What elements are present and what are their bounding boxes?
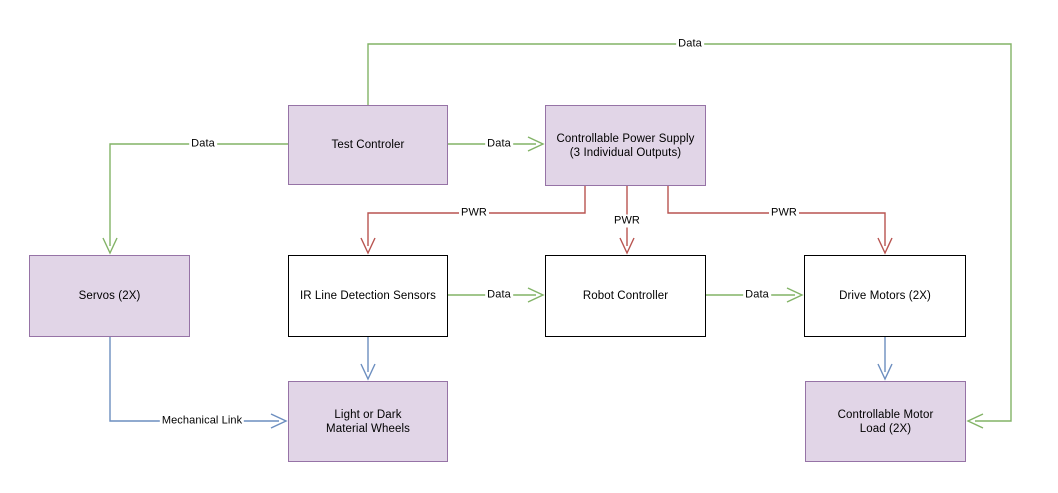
node-robot-controller[interactable]: Robot Controller xyxy=(545,255,706,337)
edge-label-data-test-controller-to-power-supply: Data xyxy=(485,137,513,151)
edge-label-data-robot-controller-to-drive-motors: Data xyxy=(743,288,771,302)
edge-power-supply-to-drive-motors xyxy=(667,186,893,255)
node-controllable-power-supply[interactable]: Controllable Power Supply (3 Individual … xyxy=(545,105,706,186)
node-light-or-dark-material-wheels[interactable]: Light or Dark Material Wheels xyxy=(288,381,448,462)
edge-label-mechanical-link-servos-to-wheels: Mechanical Link xyxy=(159,414,245,428)
node-controllable-motor-load[interactable]: Controllable Motor Load (2X) xyxy=(805,381,966,462)
node-test-controller[interactable]: Test Controler xyxy=(288,105,448,185)
edge-power-supply-to-ir-sensors xyxy=(360,186,586,255)
edge-drive-motors-to-motor-load xyxy=(877,337,893,381)
node-ir-line-detection-sensors[interactable]: IR Line Detection Sensors xyxy=(288,255,448,337)
edge-test-controller-to-servos xyxy=(102,143,288,255)
edge-label-data-ir-sensors-to-robot-controller: Data xyxy=(485,288,513,302)
edge-label-pwr-power-supply-to-ir-sensors: PWR xyxy=(459,206,489,220)
edge-ir-sensors-to-wheels xyxy=(360,337,376,381)
edge-label-data-test-controller-to-motor-load: Data xyxy=(676,37,704,51)
edge-test-controller-to-motor-load xyxy=(367,43,1012,429)
edge-label-data-test-controller-to-servos: Data xyxy=(189,137,217,151)
node-drive-motors[interactable]: Drive Motors (2X) xyxy=(804,255,966,337)
node-servos[interactable]: Servos (2X) xyxy=(29,255,190,337)
edge-label-pwr-power-supply-to-robot-controller: PWR xyxy=(612,214,642,228)
edge-label-pwr-power-supply-to-drive-motors: PWR xyxy=(769,206,799,220)
